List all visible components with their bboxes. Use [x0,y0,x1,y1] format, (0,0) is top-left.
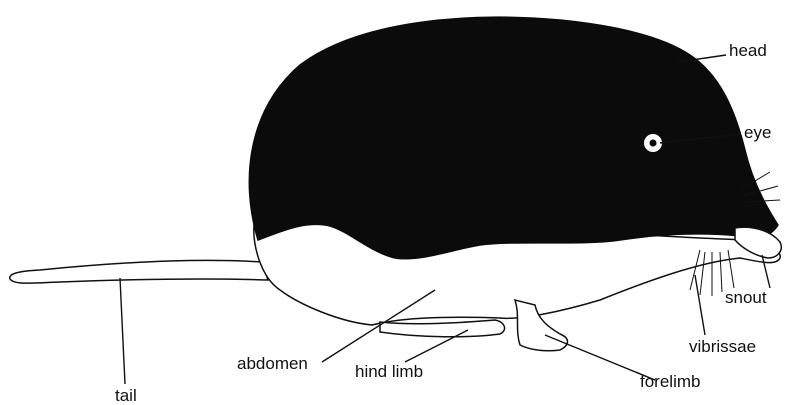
hind-limb-shape [380,320,505,337]
snout-label: snout [725,289,767,306]
eye-pupil [650,140,657,147]
head-label: head [729,42,767,59]
tail-shape [10,260,268,283]
eye-label: eye [744,124,771,141]
tail-label: tail [115,387,137,404]
vibrissae-label: vibrissae [689,338,756,355]
forelimb-label: forelimb [640,373,700,390]
abdomen-label: abdomen [237,355,308,372]
hind-limb-label: hind limb [355,363,423,380]
